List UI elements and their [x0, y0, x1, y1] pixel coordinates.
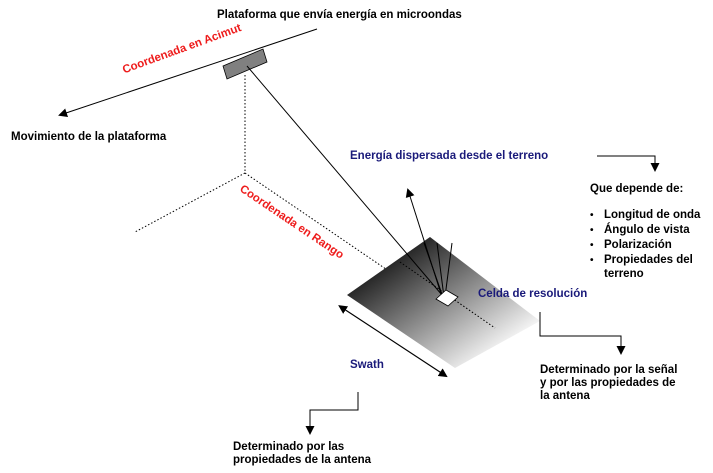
- scatter-arrow-4: [444, 242, 453, 298]
- scattered-energy-label: Energía dispersada desde el terreno: [350, 150, 549, 162]
- flight-path-line: [58, 28, 318, 118]
- swath-label: Swath: [350, 359, 384, 371]
- swath-double-arrow: [338, 305, 448, 378]
- connector-swath: [305, 392, 359, 435]
- factor-item: Polarización: [590, 238, 700, 253]
- swath-determined-by-text: Determinado por las propiedades de la an…: [233, 441, 372, 466]
- azimuth-dotted-line: [134, 172, 246, 233]
- factor-item: Longitud de onda: [590, 208, 700, 223]
- incident-beam: [246, 65, 443, 296]
- resolution-cell: [435, 289, 459, 307]
- platform-motion-label: Movimiento de la plataforma: [11, 131, 167, 143]
- cell-determined-by-text: Determinado por la señal y por las propi…: [540, 364, 678, 402]
- factor-item: Ángulo de vista: [590, 223, 700, 238]
- connector-depends: [597, 155, 660, 172]
- resolution-cell-label: Celda de resolución: [478, 288, 588, 300]
- factor-list: Longitud de onda Ángulo de vista Polariz…: [590, 208, 700, 281]
- scatter-arrow-2: [423, 242, 444, 298]
- depends-on-label: Que depende de:: [590, 183, 684, 195]
- range-dotted-line: [244, 172, 491, 341]
- connector-cell: [539, 312, 626, 355]
- platform-title: Plataforma que envía energía en microond…: [217, 9, 462, 21]
- scatter-arrow-3: [436, 242, 445, 298]
- platform-box: [222, 48, 268, 80]
